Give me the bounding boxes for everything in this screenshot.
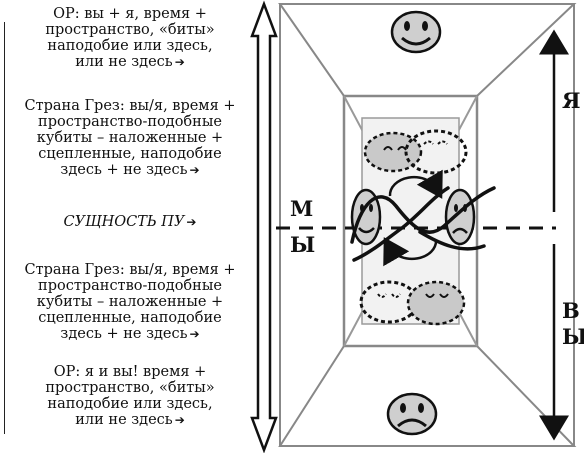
op-bottom-line: или не здесь➔ — [75, 412, 185, 428]
dream-top-line: сцепленные, наподобие — [38, 146, 222, 162]
sad-face-icon — [386, 392, 438, 436]
essence-block: СУЩНОСТЬ ПУ➔ — [6, 214, 254, 230]
dream-bottom-line: здесь + не здесь➔ — [60, 326, 200, 342]
dream-bottom-block: Страна Грез: вы/я, время + пространство-… — [6, 262, 254, 342]
dream-bottom-line: сцепленные, наподобие — [38, 310, 222, 326]
happy-face-icon — [390, 10, 442, 54]
label-vy-1: В — [562, 298, 580, 323]
frowning-face-icon — [444, 188, 476, 246]
dream-top-block: Страна Грез: вы/я, время + пространство-… — [6, 98, 254, 178]
op-top-line: или не здесь➔ — [75, 54, 185, 70]
label-my-1: М — [290, 196, 314, 221]
op-top-line: наподобие или здесь, — [47, 38, 213, 54]
lower-superposed-faces — [359, 280, 466, 326]
label-vy-2: Ы — [562, 324, 584, 349]
left-rule — [4, 22, 5, 434]
arrow-right-icon: ➔ — [186, 215, 197, 229]
op-top-line: пространство, «биты» — [45, 22, 215, 38]
label-my-2: Ы — [290, 232, 316, 257]
inner-box — [342, 94, 479, 348]
arrow-right-icon: ➔ — [189, 163, 200, 177]
upper-superposed-faces — [363, 129, 468, 175]
dream-bottom-line: кубиты – наложенные + — [36, 294, 224, 310]
op-bottom-line: ОР: я и вы! время + — [53, 364, 207, 380]
vertical-double-arrow — [250, 0, 278, 453]
labels-column: ОР: вы + я, время + пространство, «биты»… — [6, 0, 254, 453]
exchange-arrows-icon — [383, 169, 443, 267]
dream-top-line: кубиты – наложенные + — [36, 130, 224, 146]
op-bottom-line: пространство, «биты» — [45, 380, 215, 396]
arrow-right-icon: ➔ — [189, 327, 200, 341]
arrow-right-icon: ➔ — [174, 55, 185, 69]
dream-bottom-line: пространство-подобные — [38, 278, 222, 294]
op-top-block: ОР: вы + я, время + пространство, «биты»… — [6, 6, 254, 70]
dream-top-line: пространство-подобные — [38, 114, 222, 130]
op-bottom-block: ОР: я и вы! время + пространство, «биты»… — [6, 364, 254, 428]
label-ya: Я — [562, 88, 581, 113]
op-top-line: ОР: вы + я, время + — [53, 6, 207, 22]
arrow-right-icon: ➔ — [174, 413, 185, 427]
smiling-face-icon — [350, 188, 382, 246]
dream-top-line: здесь + не здесь➔ — [60, 162, 200, 178]
essence-label: СУЩНОСТЬ ПУ — [63, 214, 185, 230]
op-bottom-line: наподобие или здесь, — [47, 396, 213, 412]
dream-bottom-line: Страна Грез: вы/я, время + — [24, 262, 236, 278]
dream-top-line: Страна Грез: вы/я, время + — [24, 98, 236, 114]
